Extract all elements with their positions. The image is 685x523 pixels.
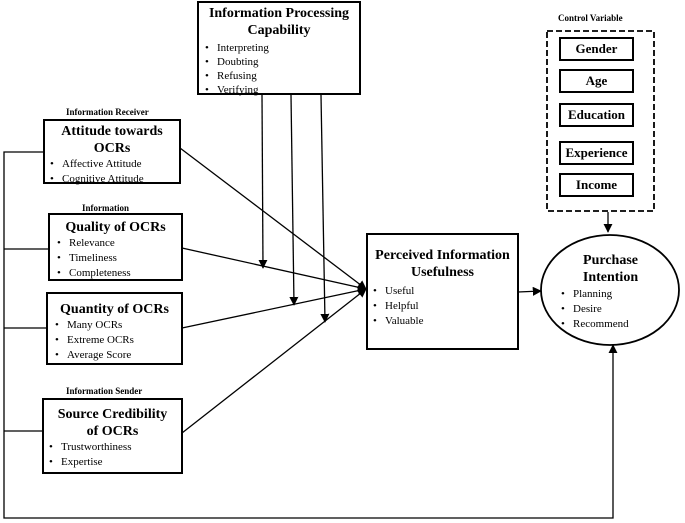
list-item: Helpful	[370, 299, 517, 314]
purchase-title-2: Intention	[582, 270, 639, 285]
source-credibility-box: Source Credibility of OCRs Trustworthine…	[42, 398, 183, 474]
list-item: Cognitive Attitude	[47, 172, 179, 187]
moderation-arrow-3	[320, 94, 330, 323]
list-item: Trustworthiness	[46, 440, 181, 455]
quality-box: Quality of OCRs Relevance Timeliness Com…	[48, 213, 183, 281]
attitude-title-1: Attitude towards	[61, 124, 163, 139]
quality-title: Quality of OCRs	[65, 220, 166, 235]
list-item: Expertise	[46, 455, 181, 470]
list-item: Useful	[370, 284, 517, 299]
attitude-list: Affective Attitude Cognitive Attitude	[45, 157, 179, 187]
quantity-box: Quantity of OCRs Many OCRs Extreme OCRs …	[46, 292, 183, 365]
quantity-list: Many OCRs Extreme OCRs Average Score	[48, 318, 181, 363]
control-variable-label: Control Variable	[558, 13, 623, 23]
processing-capability-box: Information Processing Capability Interp…	[197, 1, 361, 97]
control-age: Age	[559, 69, 634, 93]
purchase-intention-node: Purchase Intention Planning Desire Recom…	[553, 252, 668, 332]
control-experience: Experience	[559, 141, 634, 165]
list-item: Extreme OCRs	[52, 333, 181, 348]
perceived-usefulness-box: Perceived Information Usefulness Useful …	[366, 233, 519, 350]
control-gender: Gender	[559, 37, 634, 61]
list-item: Valuable	[370, 314, 517, 329]
purchase-title-1: Purchase	[583, 253, 638, 268]
attitude-to-piu-arrow	[179, 147, 367, 290]
piu-title-2: Usefulness	[410, 265, 474, 280]
processing-title-2: Capability	[247, 23, 311, 38]
source-title-1: Source Credibility	[57, 407, 168, 422]
moderation-arrow-1	[258, 94, 268, 269]
list-item: Many OCRs	[52, 318, 181, 333]
purchase-list: Planning Desire Recommend	[553, 287, 668, 332]
moderation-arrow-2	[289, 94, 299, 306]
quality-list: Relevance Timeliness Completeness	[50, 236, 181, 281]
processing-list: Interpreting Doubting Refusing Verifying	[199, 41, 359, 97]
information-receiver-label: Information Receiver	[66, 107, 149, 117]
list-item: Planning	[558, 287, 668, 302]
information-sender-label: Information Sender	[66, 386, 143, 396]
control-education: Education	[559, 103, 634, 127]
list-item: Average Score	[52, 348, 181, 363]
list-item: Verifying	[202, 83, 359, 97]
list-item: Recommend	[558, 317, 668, 332]
piu-to-purchase-arrow	[517, 286, 542, 296]
source-title-2: of OCRs	[86, 424, 139, 439]
control-income: Income	[559, 173, 634, 197]
list-item: Desire	[558, 302, 668, 317]
quality-to-piu-arrow	[181, 247, 367, 292]
piu-title-1: Perceived Information	[375, 248, 510, 263]
list-item: Affective Attitude	[47, 157, 179, 172]
source-list: Trustworthiness Expertise	[44, 440, 181, 470]
list-item: Interpreting	[202, 41, 359, 55]
attitude-box: Attitude towards OCRs Affective Attitude…	[43, 119, 181, 187]
list-item: Doubting	[202, 55, 359, 69]
list-item: Timeliness	[54, 251, 181, 266]
piu-list: Useful Helpful Valuable	[368, 284, 517, 329]
list-item: Relevance	[54, 236, 181, 251]
processing-title-1: Information Processing	[208, 6, 350, 21]
left-bus-line	[3, 151, 618, 519]
list-item: Completeness	[54, 266, 181, 281]
source-to-piu-arrow	[181, 288, 367, 434]
information-label: Information	[82, 203, 129, 213]
list-item: Refusing	[202, 69, 359, 83]
quantity-title: Quantity of OCRs	[60, 302, 169, 317]
attitude-title-2: OCRs	[93, 141, 131, 156]
quantity-to-piu-arrow	[181, 286, 367, 329]
